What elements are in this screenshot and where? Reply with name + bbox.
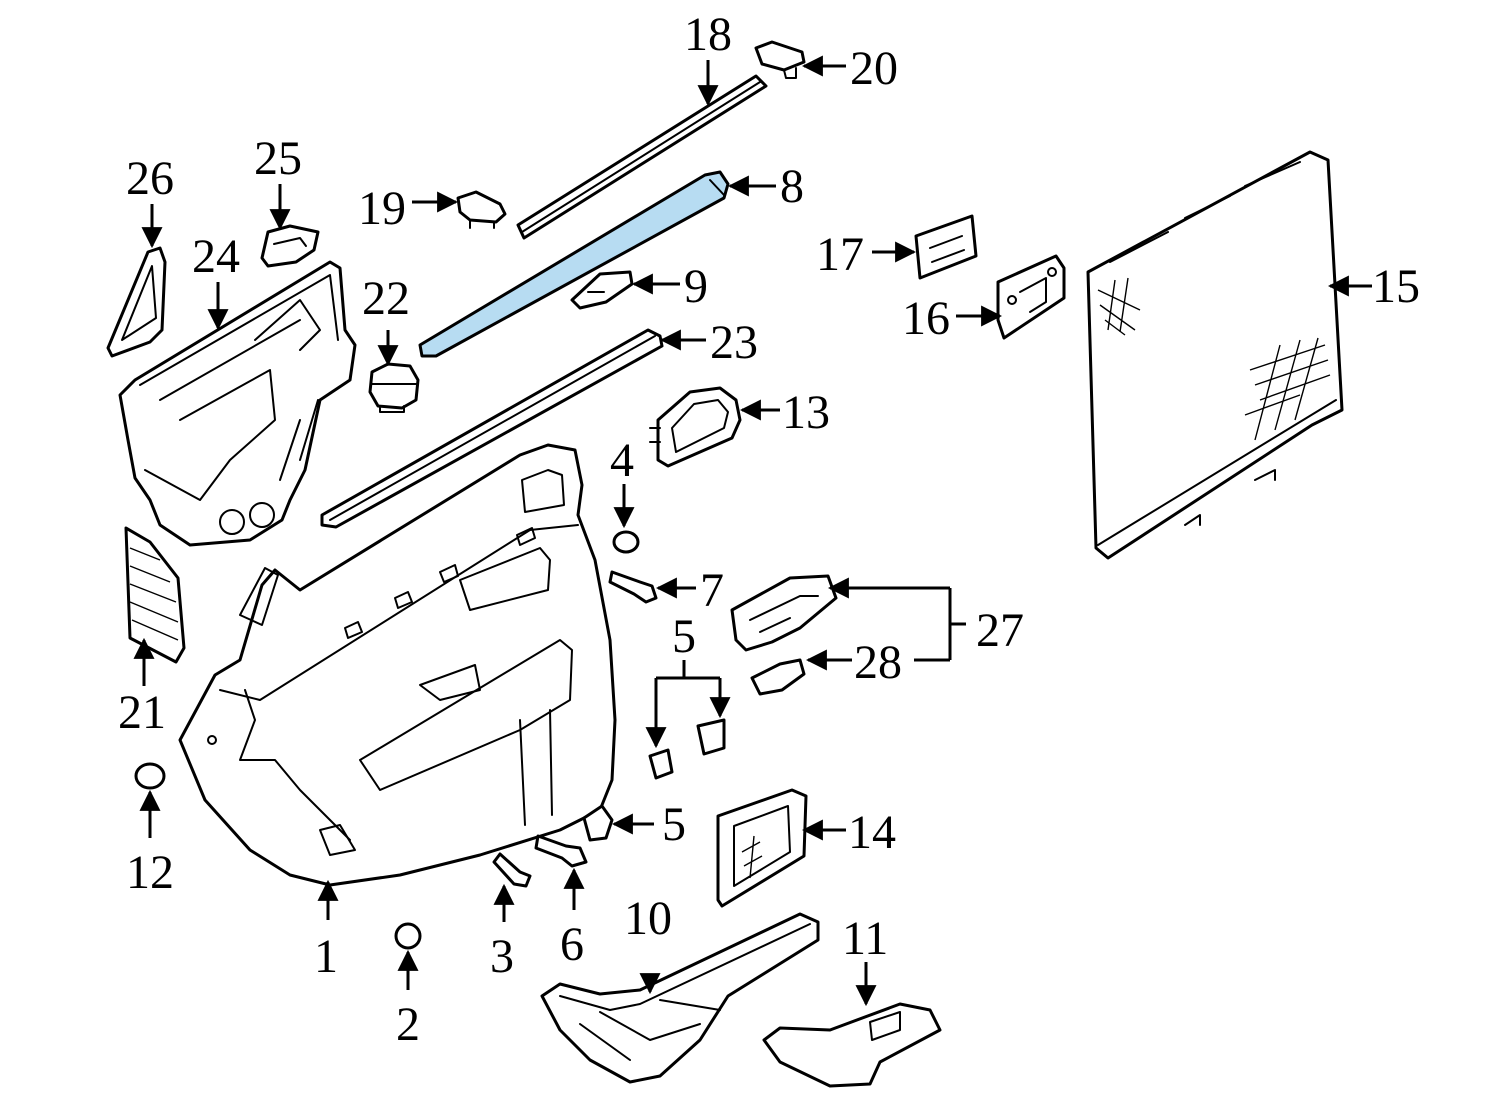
part-25-bracket[interactable] [260,224,320,268]
callout-3: 3 [490,930,514,983]
callout-11: 11 [842,912,888,965]
part-27-handle-unit[interactable] [730,574,838,652]
part-22-switch[interactable] [368,362,420,413]
part-10-armrest[interactable] [540,912,820,1084]
part-26-corner-cover[interactable] [106,246,167,358]
part-5-clip-lower[interactable] [582,804,614,842]
callout-1: 1 [314,930,338,983]
callout-5-lower: 5 [662,798,686,851]
callout-10: 10 [624,892,672,945]
callout-25: 25 [254,132,302,185]
callout-5-upper: 5 [672,610,696,663]
part-7-screw[interactable] [608,570,658,604]
callout-20: 20 [850,42,898,95]
callout-19: 19 [358,182,406,235]
callout-8: 8 [780,160,804,213]
part-16-latch-plate[interactable] [996,254,1066,340]
leader-lines [133,55,1372,1007]
part-17-plate[interactable] [914,214,978,280]
callout-24: 24 [192,230,240,283]
part-5-clip-right[interactable] [696,718,726,756]
part-24-inner-panel[interactable] [118,260,357,547]
callout-23: 23 [710,316,758,369]
callout-12: 12 [126,846,174,899]
callout-22: 22 [362,272,410,325]
callout-6: 6 [560,918,584,971]
part-18-glass-run[interactable] [516,74,768,240]
callout-18: 18 [684,8,732,61]
part-19-clip[interactable] [456,190,507,229]
callout-21: 21 [118,686,166,739]
callout-15: 15 [1372,260,1420,313]
callout-2: 2 [396,998,420,1051]
callout-28: 28 [854,636,902,689]
part-3-push-pin[interactable] [492,852,532,888]
part-5-clip-left[interactable] [648,748,674,780]
part-21-speaker-grille[interactable] [124,526,186,664]
part-14-cover[interactable] [716,788,808,908]
callout-7: 7 [700,564,724,617]
part-4-plug[interactable] [612,530,640,554]
part-15-glass[interactable] [1086,150,1344,560]
part-6-screw[interactable] [534,834,588,868]
part-13-handle-bezel[interactable] [649,386,742,468]
callout-17: 17 [816,228,864,281]
callout-4: 4 [610,434,634,487]
part-28-clip[interactable] [750,658,806,696]
callout-16: 16 [902,292,950,345]
callout-9: 9 [684,260,708,313]
part-8-highlighted-moulding[interactable] [418,170,730,358]
callout-13: 13 [782,386,830,439]
callout-labels: 1 2 3 4 5 5 6 7 8 9 10 11 12 13 14 15 16… [118,8,1420,1051]
part-20-end-cap[interactable] [754,40,806,79]
part-2-plug[interactable] [394,922,422,950]
part-12-plug[interactable] [134,762,166,790]
part-11-switch-bezel[interactable] [762,1002,942,1088]
callout-27: 27 [976,604,1024,657]
callout-26: 26 [126,152,174,205]
callout-14: 14 [848,806,896,859]
